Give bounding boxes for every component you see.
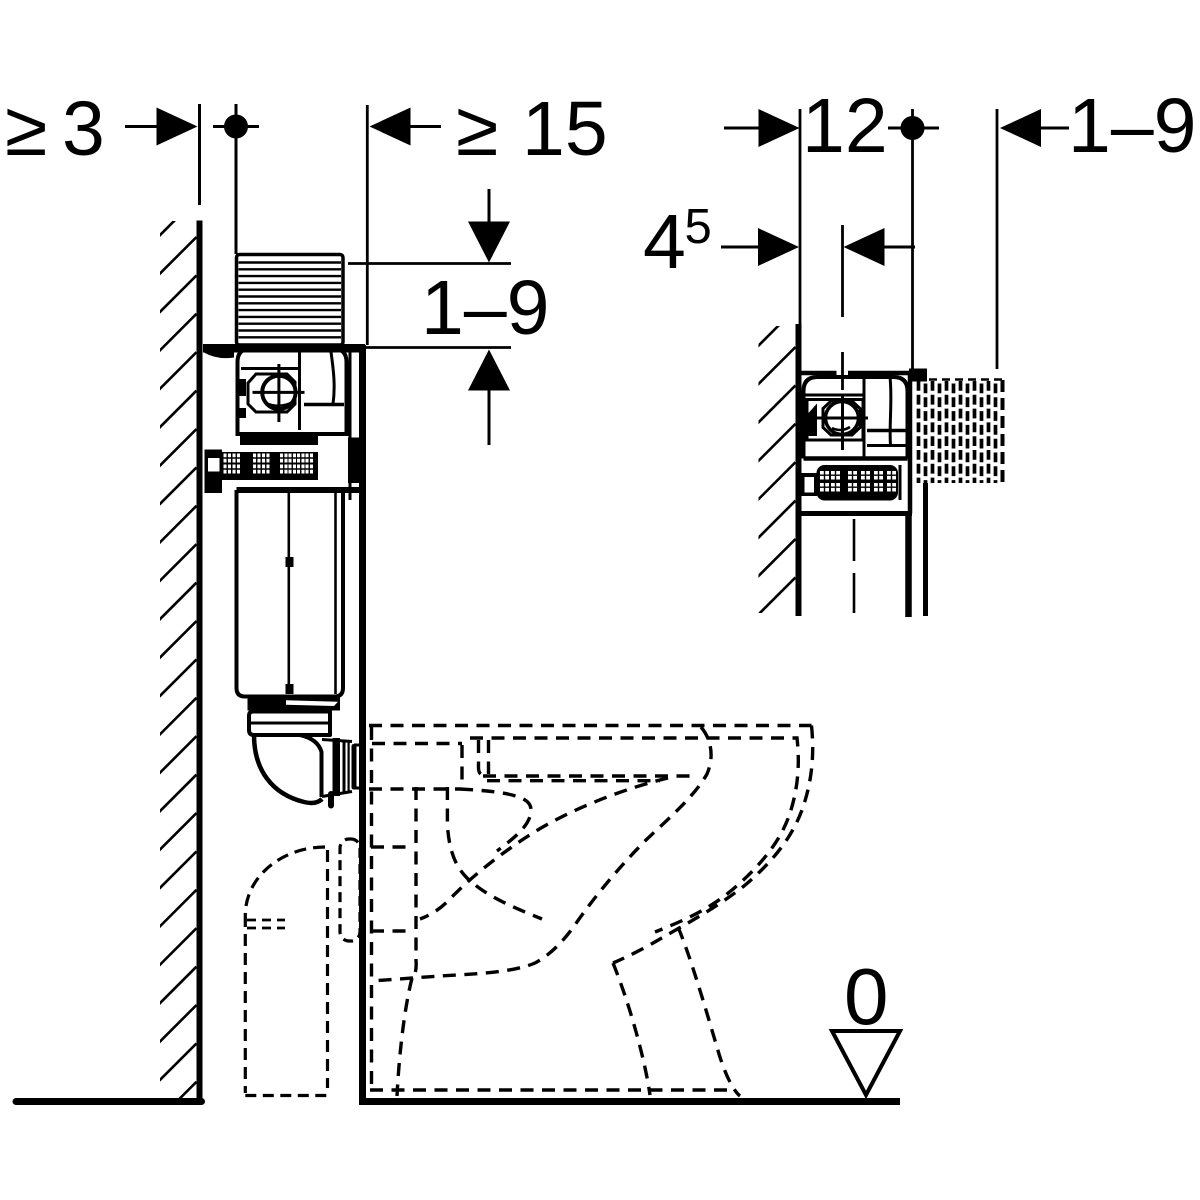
svg-text:3: 3 <box>62 86 105 172</box>
svg-text:15: 15 <box>522 86 608 172</box>
svg-text:4: 4 <box>643 199 686 285</box>
svg-text:≥: ≥ <box>456 86 498 172</box>
svg-text:12: 12 <box>802 83 888 169</box>
svg-text:0: 0 <box>844 952 889 1041</box>
svg-text:≥: ≥ <box>5 86 47 172</box>
svg-text:1–9: 1–9 <box>1068 83 1196 169</box>
svg-text:5: 5 <box>685 200 712 254</box>
svg-text:1–9: 1–9 <box>421 265 549 351</box>
